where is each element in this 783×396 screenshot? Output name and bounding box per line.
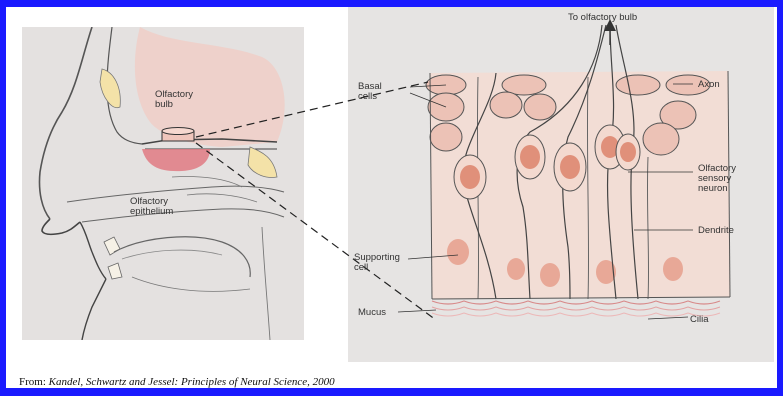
pharynx xyxy=(262,227,270,340)
upper-lip xyxy=(80,222,92,252)
supporting-nucleus xyxy=(663,257,683,281)
mucus-layer xyxy=(432,307,720,310)
mouth-lip xyxy=(92,252,106,279)
label-mucus: Mucus xyxy=(358,308,386,318)
head-section-panel xyxy=(22,27,304,340)
bulb-top xyxy=(162,128,194,135)
label-to-olfactory-bulb: To olfactory bulb xyxy=(568,13,637,23)
caption-source: Kandel, Schwartz and Jessel: Principles … xyxy=(49,376,335,388)
leader-line xyxy=(648,317,688,319)
neuron-nucleus xyxy=(460,165,480,189)
head-section-illustration xyxy=(22,27,304,340)
jaw-line xyxy=(132,277,250,291)
label-axon: Axon xyxy=(698,80,720,90)
brain-region xyxy=(135,27,285,147)
source-caption: From: Kandel, Schwartz and Jessel: Princ… xyxy=(19,376,335,388)
supporting-nucleus xyxy=(507,258,525,280)
label-dendrite: Dendrite xyxy=(698,226,734,236)
cilia-wave xyxy=(432,301,720,304)
mucus-layer xyxy=(432,313,720,316)
nose-tip xyxy=(42,219,80,234)
turbinate xyxy=(187,194,257,202)
tongue-inner xyxy=(122,250,222,259)
neuron-nucleus xyxy=(620,142,636,162)
label-basal-cells: Basal cells xyxy=(358,82,382,102)
label-cilia: Cilia xyxy=(690,315,708,325)
frontal-sinus xyxy=(100,69,120,108)
nasal-cavity-line xyxy=(67,186,284,202)
basal-cell xyxy=(524,94,556,120)
neuron-nucleus xyxy=(560,155,580,179)
sphenoid-sinus xyxy=(248,147,277,178)
skull-outline xyxy=(39,27,92,219)
caption-prefix: From: xyxy=(19,376,49,388)
chin xyxy=(82,279,106,340)
palate-line xyxy=(82,209,284,222)
basal-cell xyxy=(643,123,679,155)
basal-cell xyxy=(490,92,522,118)
basal-cell xyxy=(616,75,660,95)
supporting-nucleus xyxy=(540,263,560,287)
upper-tooth xyxy=(104,237,120,255)
label-supporting-cell: Supporting cell xyxy=(354,253,400,273)
label-olfactory-bulb: Olfactory bulb xyxy=(155,90,193,110)
turbinate xyxy=(172,176,242,187)
supporting-nucleus xyxy=(447,239,469,265)
label-olfactory-sensory-neuron: Olfactory sensory neuron xyxy=(698,164,736,194)
tongue xyxy=(114,237,250,277)
label-olfactory-epithelium: Olfactory epithelium xyxy=(130,197,173,217)
basal-cell xyxy=(430,123,462,151)
olfactory-epithelium-shape xyxy=(142,149,210,171)
neuron-nucleus xyxy=(520,145,540,169)
lower-tooth xyxy=(108,263,122,279)
leader-line xyxy=(398,310,436,312)
